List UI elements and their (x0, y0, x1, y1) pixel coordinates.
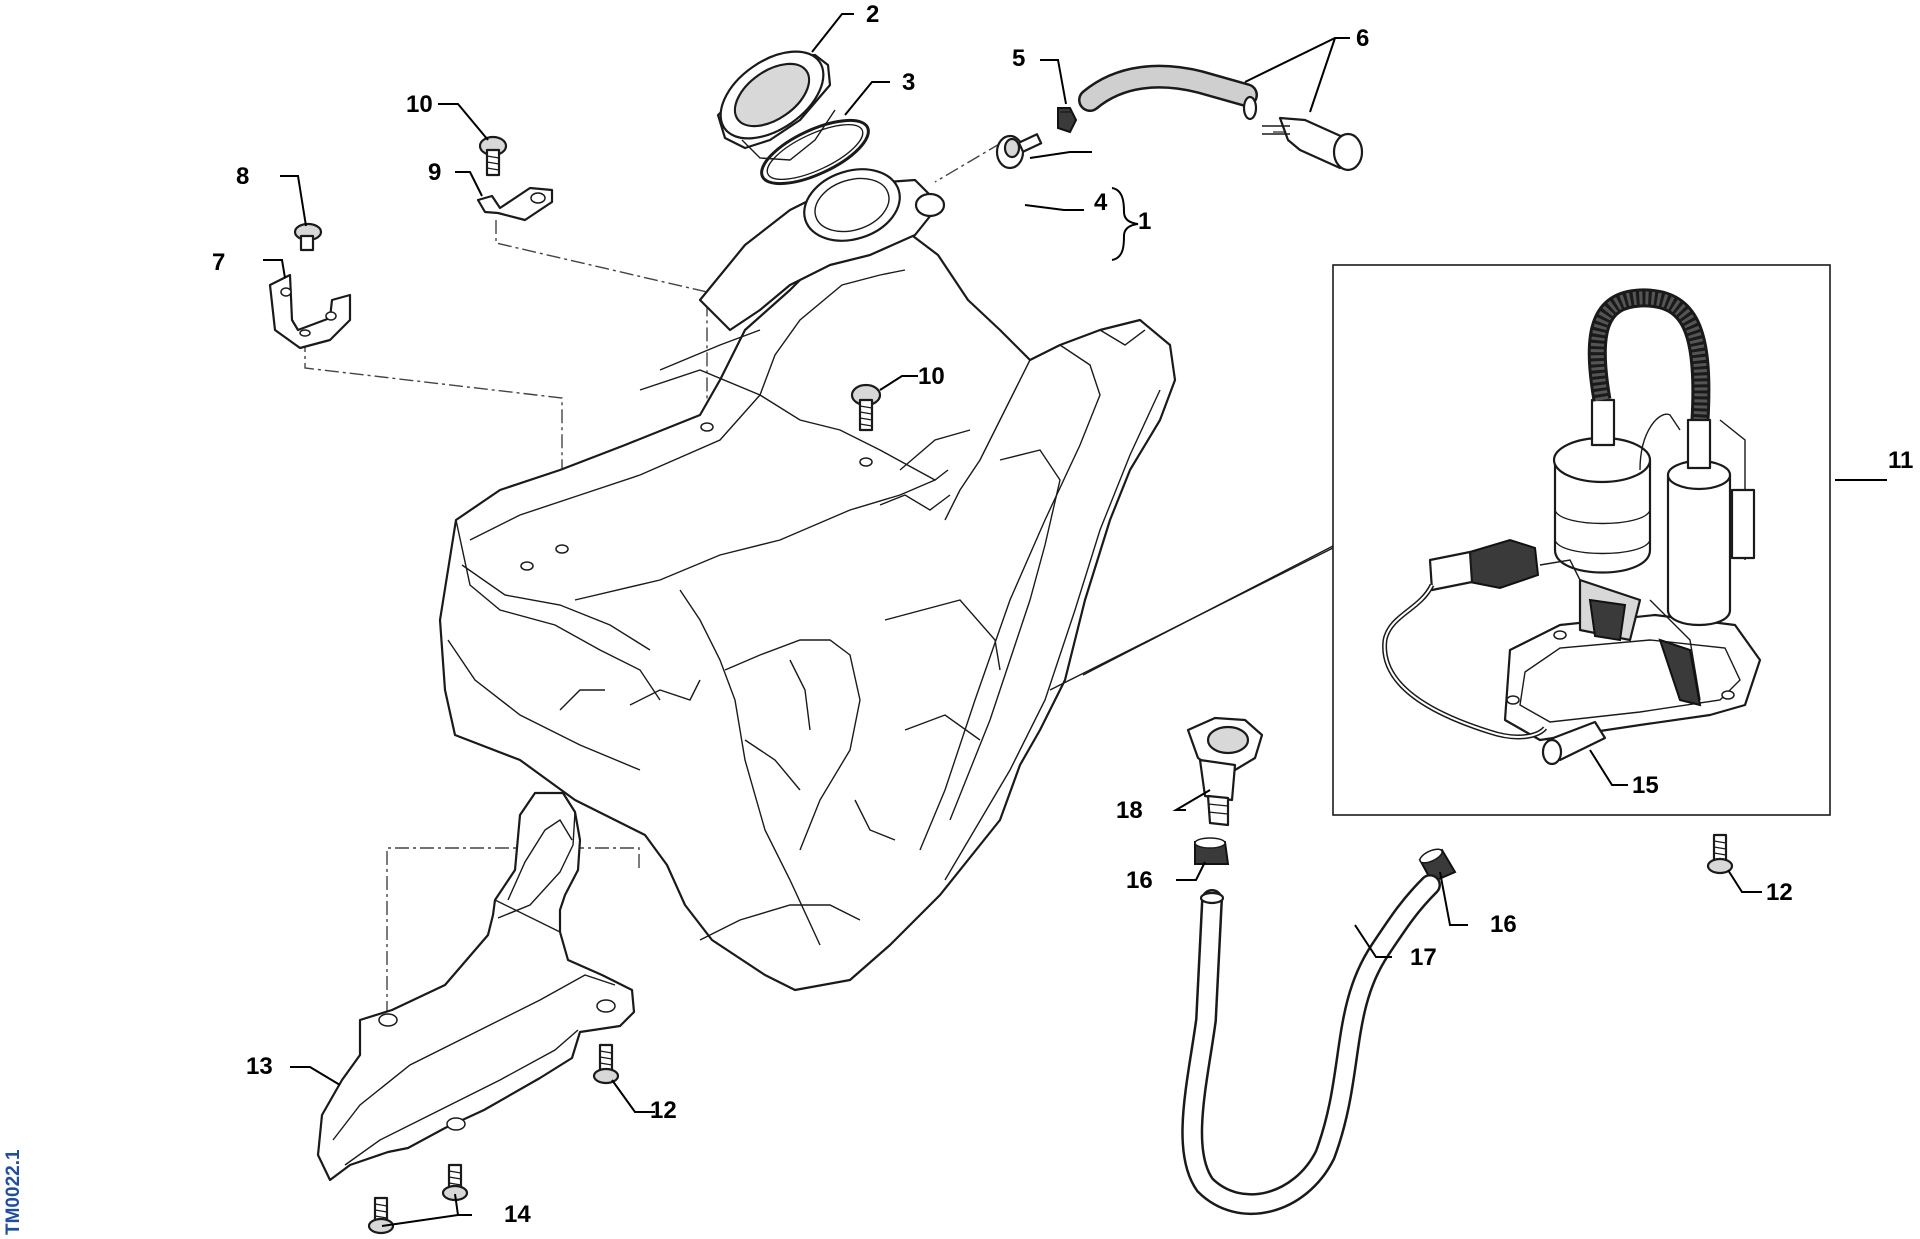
vent-valve-part-6 (1262, 116, 1364, 172)
callout-13: 13 (246, 1053, 273, 1080)
callout-10a: 10 (406, 91, 433, 118)
vent-fitting-part-4 (995, 133, 1043, 170)
screw-part-12b (592, 1043, 620, 1085)
screw-part-10b (850, 383, 882, 432)
callout-18: 18 (1116, 797, 1143, 824)
hose-clamp-part-16a (1194, 837, 1230, 865)
hose-clamp-part-5 (1057, 107, 1078, 134)
bracket-part-7 (268, 273, 352, 350)
callout-10b: 10 (918, 363, 945, 390)
clip-part-9 (476, 186, 554, 222)
fuel-pump-detail-box (1332, 264, 1831, 816)
callout-9: 9 (428, 159, 441, 186)
callout-12a: 12 (1766, 879, 1793, 906)
screw-part-8 (293, 222, 323, 252)
fuel-tank-part-1 (438, 168, 1177, 992)
callout-14: 14 (504, 1201, 531, 1228)
callout-11: 11 (1888, 447, 1913, 474)
screw-part-10a (478, 135, 508, 177)
screw-part-14b (367, 1196, 395, 1235)
callout-leaders (263, 13, 1887, 1227)
quick-coupler-part-18 (1186, 716, 1264, 827)
callout-2: 2 (866, 1, 879, 28)
callout-15: 15 (1632, 772, 1659, 799)
callout-5: 5 (1012, 45, 1025, 72)
o-ring-part-3 (760, 118, 870, 186)
detail-box-leader-lines (1049, 545, 1334, 691)
callout-3: 3 (902, 69, 915, 96)
callout-1: 1 (1138, 208, 1151, 235)
callout-6: 6 (1356, 25, 1369, 52)
filler-cap-part-2 (716, 50, 836, 161)
callout-12b: 12 (650, 1097, 677, 1124)
fuel-hose-part-17 (1181, 874, 1441, 1216)
vent-hose-part-6 (1078, 64, 1258, 121)
callout-4: 4 (1094, 189, 1108, 216)
hose-clamp-part-16b (1418, 848, 1457, 884)
callout-16b: 16 (1490, 911, 1517, 938)
callout-brace-1 (1111, 187, 1139, 261)
fuel-pump-part-11 (1382, 288, 1762, 742)
callout-7: 7 (212, 249, 225, 276)
callout-8: 8 (236, 163, 249, 190)
callout-17: 17 (1410, 944, 1437, 971)
callout-16a: 16 (1126, 867, 1153, 894)
callout-labels: 1 2 3 4 5 6 7 8 9 10 10 11 12 12 13 14 1… (212, 1, 1913, 1228)
figure-code: TM0022.1 (3, 1149, 24, 1235)
screw-part-12a (1706, 833, 1734, 875)
pump-outlet-part-15 (1541, 720, 1607, 766)
tank-guard-part-13 (316, 791, 636, 1182)
